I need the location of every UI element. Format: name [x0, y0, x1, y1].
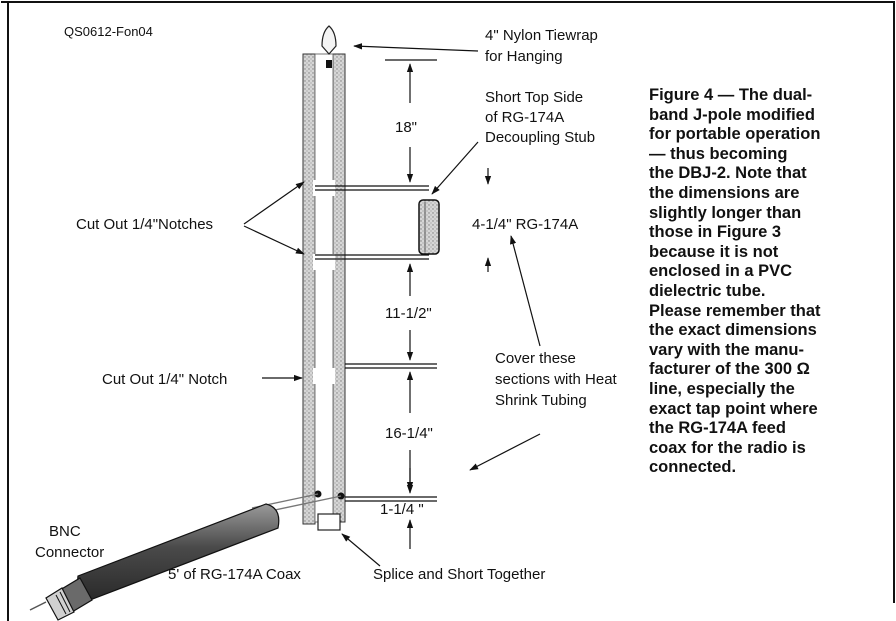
notch-top	[313, 180, 335, 196]
dim-bottom-label: 1-1/4 "	[380, 501, 424, 518]
caption-line: the DBJ-2. Note that	[649, 164, 807, 183]
tap-lines	[345, 363, 437, 502]
caption-line: those in Figure 3	[649, 223, 782, 242]
caption-line: for portable operation	[649, 125, 821, 144]
heat-shrink-label-line-2: sections with Heat	[495, 371, 618, 388]
splice-label: Splice and Short Together	[373, 566, 545, 583]
arrow-splice	[341, 533, 381, 567]
radiator-long-section	[302, 53, 316, 525]
stub-label-line-3: Decoupling Stub	[485, 129, 595, 146]
caption-line: facturer of the 300 Ω	[649, 360, 810, 379]
stub-label-line-1: Short Top Side	[485, 89, 583, 106]
arrow-notches-upper	[243, 181, 305, 225]
caption-line: connected.	[649, 458, 737, 477]
arrow-heat-upper	[510, 235, 541, 347]
caption-line: vary with the manu-	[649, 340, 804, 359]
decoupling-stub-body	[418, 199, 440, 255]
caption-line: because it is not	[649, 242, 779, 261]
caption-line: the exact dimensions	[649, 321, 817, 340]
caption-line: dielectric tube.	[649, 281, 766, 300]
j-pole-antenna	[302, 25, 346, 531]
bnc-label-line-1: BNC	[49, 523, 81, 540]
rg174a-section-label: 4-1/4" RG-174A	[472, 216, 578, 233]
caption-line: line, especially the	[649, 379, 795, 398]
callout-arrows	[243, 43, 541, 567]
bnc-connector-icon	[29, 577, 93, 621]
notches-label: Cut Out 1/4"Notches	[76, 216, 213, 233]
stub-short-section	[332, 53, 346, 523]
tiewrap-label-line-1: 4" Nylon Tiewrap	[485, 27, 598, 44]
caption-line: — thus becoming	[649, 144, 788, 163]
caption-line: Figure 4 — The dual-	[649, 86, 813, 104]
caption-line: Please remember that	[649, 301, 821, 320]
caption-line: slightly longer than	[649, 203, 802, 222]
caption-line: enclosed in a PVC	[649, 262, 793, 281]
caption-line: exact tap point where	[649, 399, 818, 418]
tiewrap-label-line-2: for Hanging	[485, 48, 563, 65]
caption-line: band J-pole modified	[649, 105, 815, 124]
coax-label: 5' of RG-174A Coax	[168, 566, 301, 583]
splice-sleeve	[317, 513, 341, 531]
notch-lower	[313, 368, 335, 384]
arrow-heat-lower	[469, 433, 541, 471]
nylon-tiewrap-icon	[321, 25, 337, 55]
dimension-markers	[385, 59, 492, 549]
heat-shrink-label-line-1: Cover these	[495, 350, 576, 367]
caption-line: coax for the radio is	[649, 438, 806, 457]
caption-line: the RG-174A feed	[649, 419, 786, 438]
stub-label-line-2: of RG-174A	[485, 109, 564, 126]
notch-label: Cut Out 1/4" Notch	[102, 371, 227, 388]
caption-line: the dimensions are	[649, 183, 800, 202]
coax-cable	[29, 493, 342, 621]
figure-caption: Figure 4 — The dual- band J-pole modifie…	[649, 86, 887, 478]
dim-lower-label: 16-1/4"	[385, 425, 433, 442]
arrow-tiewrap	[353, 43, 479, 52]
heat-shrink-label-line-3: Shrink Tubing	[495, 392, 587, 409]
notch-middle	[313, 254, 335, 270]
bnc-label-line-2: Connector	[35, 544, 104, 561]
arrow-notches-lower	[243, 225, 305, 255]
figure-id-label: QS0612-Fon04	[64, 24, 153, 39]
rg174a-decoupling-stub	[315, 185, 440, 260]
arrow-stub-top	[431, 141, 479, 195]
dim-top-label: 18"	[395, 119, 417, 136]
dim-middle-label: 11-1/2"	[385, 305, 432, 322]
